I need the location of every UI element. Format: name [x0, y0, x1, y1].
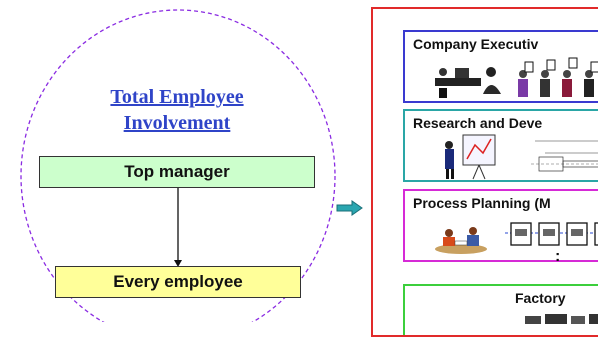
stage-factory: Factory: [403, 284, 598, 335]
factory-machines-clipart: [525, 314, 598, 324]
top-manager-label: Top manager: [124, 162, 230, 181]
stage-label: Research and Deve: [413, 115, 543, 131]
organization-panel: Company Executiv: [371, 7, 598, 337]
stage-label: Process Planning (M: [413, 195, 551, 211]
presenter-clipart: [445, 134, 496, 180]
title-line-2: Involvement: [123, 112, 231, 134]
connector-arrow-icon: [174, 188, 182, 267]
top-manager-box: Top manager: [39, 156, 315, 188]
flow-arrow-icon: [336, 200, 363, 216]
stage-label: Factory: [515, 290, 566, 306]
business-team-clipart: [518, 57, 598, 97]
ellipsis-glyph: :: [555, 248, 561, 265]
dimension-drawing-clipart: 400 320: [531, 140, 598, 172]
planners-clipart: [435, 227, 487, 254]
stage-process-planning: Process Planning (M: [403, 189, 598, 262]
every-employee-label: Every employee: [113, 272, 243, 291]
stage-company-executives: Company Executiv: [403, 30, 598, 103]
meeting-clipart: [435, 67, 501, 98]
ellipsis-dots: :: [555, 248, 561, 265]
stage-label: Company Executiv: [413, 36, 539, 52]
stage-research-development: Research and Deve 400 320: [403, 109, 598, 182]
total-employee-involvement-title: Total Employee Involvement: [64, 84, 290, 136]
title-line-1: Total Employee: [110, 86, 244, 108]
process-boxes-clipart: [505, 222, 598, 246]
every-employee-box: Every employee: [55, 266, 301, 298]
employee-involvement-ellipse: [20, 9, 363, 322]
